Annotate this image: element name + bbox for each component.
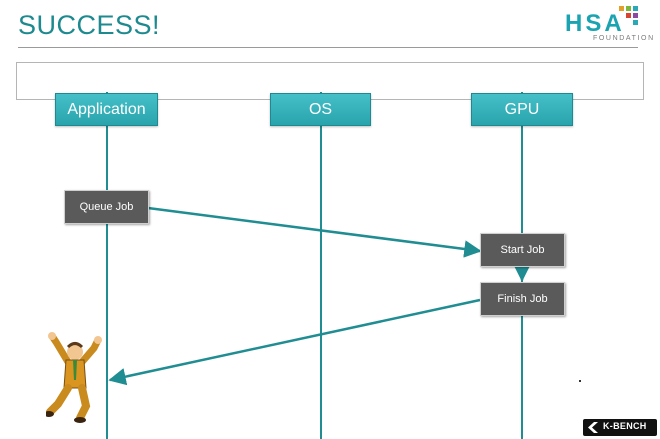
logo-text: HSA: [565, 10, 625, 37]
logo-subtitle: FOUNDATION: [593, 35, 655, 42]
step-start-job: Start Job: [480, 233, 565, 267]
logo-squares-icon: [619, 6, 638, 25]
finish-to-application-arrow: [108, 298, 481, 386]
hsa-foundation-logo: HSA FOUNDATION: [555, 4, 653, 44]
step-queue-job: Queue Job: [64, 190, 149, 224]
actor-application: Application: [55, 93, 158, 126]
actor-gpu: GPU: [471, 93, 573, 126]
os-lifeline: [320, 92, 322, 439]
actor-os: OS: [270, 93, 371, 126]
kbench-badge: K-BENCH: [583, 419, 657, 436]
badge-text: K-BENCH: [603, 421, 647, 431]
kbench-logo-icon: [588, 422, 598, 433]
page-title: SUCCESS!: [18, 10, 161, 40]
queue-to-start-arrow: [147, 206, 482, 258]
stray-dot: [579, 380, 581, 382]
title-divider: [18, 47, 638, 48]
application-lifeline: [106, 92, 108, 439]
cheering-businessman-icon: [46, 332, 102, 423]
step-finish-job: Finish Job: [480, 282, 565, 316]
